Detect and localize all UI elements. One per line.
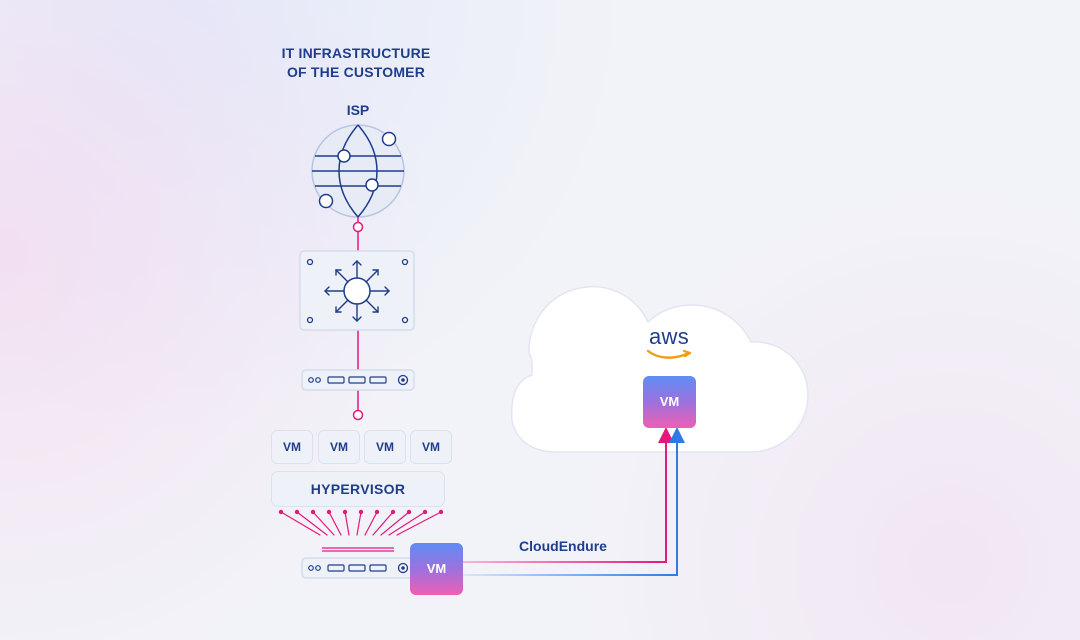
- aws-smile-icon: [646, 349, 692, 359]
- cloudendure-arrows: [463, 427, 685, 576]
- server-rack-icon: [301, 369, 415, 391]
- network-switch-icon: [299, 250, 415, 331]
- page-title: IT INFRASTRUCTURE OF THE CUSTOMER: [236, 44, 476, 82]
- hypervisor-vm-2: VM: [318, 430, 360, 464]
- hypervisor-vm-1: VM: [271, 430, 313, 464]
- hypervisor-label: HYPERVISOR: [271, 471, 445, 507]
- aws-logo-text: aws: [648, 324, 690, 349]
- network-links: [352, 217, 364, 421]
- fan-base-lines: [322, 547, 394, 552]
- hypervisor-connection-dots: [278, 509, 444, 515]
- isp-label: ISP: [346, 102, 370, 118]
- aws-logo: aws: [638, 325, 700, 365]
- page-title-line-1: IT INFRASTRUCTURE: [281, 45, 431, 61]
- hypervisor-vm-4: VM: [410, 430, 452, 464]
- local-vm: VM: [410, 543, 463, 595]
- hypervisor-connection-fan: [280, 511, 442, 536]
- page-title-line-2: OF THE CUSTOMER: [286, 64, 426, 80]
- cloudendure-label: CloudEndure: [519, 538, 607, 554]
- globe-network-icon: [311, 124, 405, 218]
- local-server-rack-icon: [301, 557, 415, 579]
- hypervisor-vm-3: VM: [364, 430, 406, 464]
- cloud-icon: [510, 286, 809, 453]
- aws-vm: VM: [643, 376, 696, 428]
